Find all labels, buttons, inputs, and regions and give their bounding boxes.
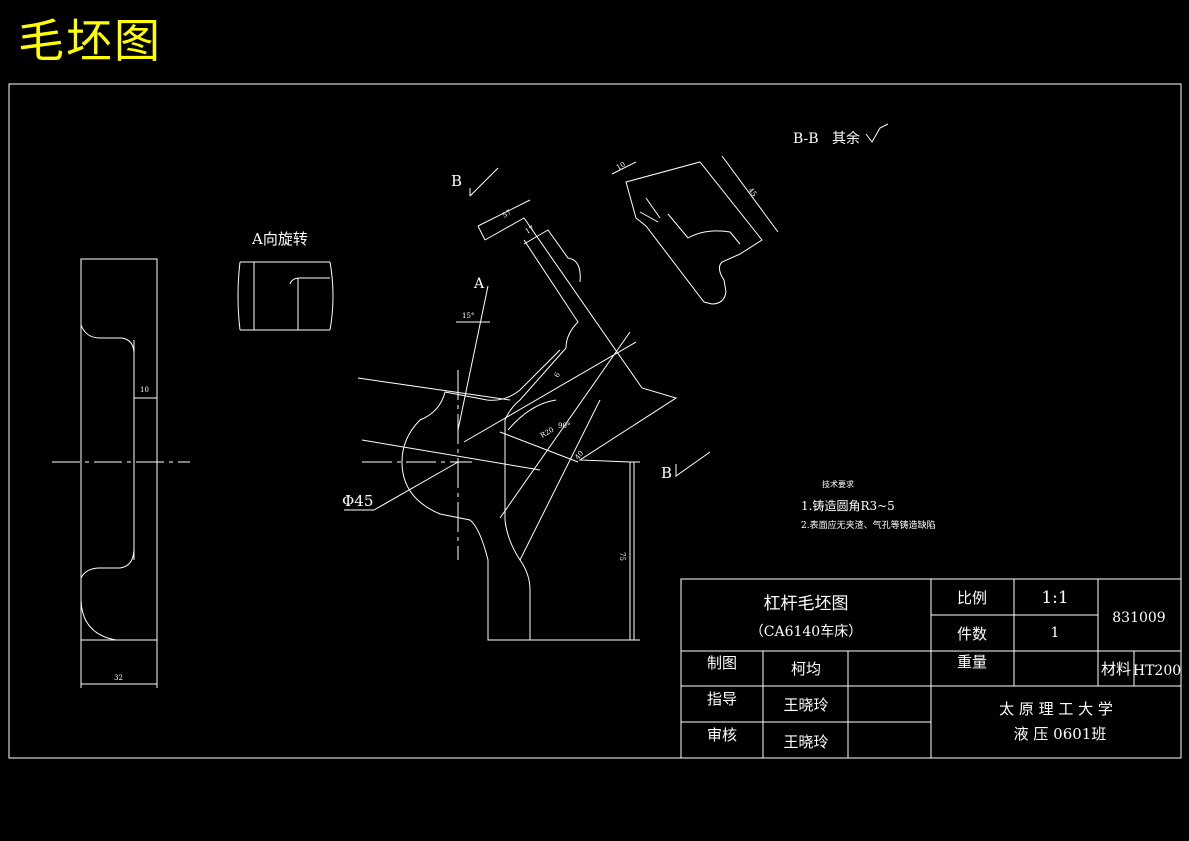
roughness-symbol [865,123,889,143]
main-view: 75 57 17 15° 6 R20 90° 40 B B A Φ45 [342,167,711,641]
section-bb-label: B-B [793,131,819,147]
section-mark-b-bottom: B [661,464,672,482]
dim-40: 40 [573,449,585,461]
scale-label: 比例 [957,589,987,607]
dim-57: 57 [501,208,513,219]
review-name: 王晓玲 [783,733,828,751]
dim-r20: R20 [539,426,555,440]
tech-notes-heading: 技术要求 [822,479,854,489]
section-bb: B-B 其余 10 45 [611,123,889,305]
dim-width-32: 32 [114,674,123,682]
dim-75: 75 [618,552,626,561]
tech-note-2: 2.表面应无夹渣、气孔等铸造缺陷 [801,519,936,531]
material-value: HT200 [1133,663,1181,679]
qty-label: 件数 [957,625,987,643]
dim-angle-90: 90° [558,422,570,430]
drawn-name: 柯均 [791,660,821,678]
guide-label: 指导 [707,690,737,708]
guide-name: 王晓玲 [783,696,828,714]
drawing-no: 831009 [1112,610,1165,626]
scale-value: 1:1 [1041,588,1068,608]
title-block: 杠杆毛坯图 （CA6140车床） 比例 1:1 件数 1 831009 重量 材… [680,578,1182,759]
qty-value: 1 [1051,625,1060,641]
dim-width-10: 10 [140,386,149,394]
view-mark-a: A [473,276,485,292]
dim-bb-45: 45 [746,186,758,198]
review-label: 审核 [707,726,737,744]
tech-note-1: 1.铸造圆角R3~5 [801,498,895,513]
drawing-frame [8,83,1182,759]
dim-angle-15: 15° [462,312,474,320]
dim-bb-10: 10 [615,160,627,171]
page-title: 毛坯图 [18,14,162,68]
view-a-label: A向旋转 [251,230,308,248]
dim-6: 6 [553,371,562,379]
view-a-rotated: A向旋转 [237,230,334,331]
material-label: 材料 [1101,660,1131,678]
drawn-label: 制图 [707,654,737,672]
left-view: 10 32 [52,258,190,688]
rest-roughness-label: 其余 [832,130,860,147]
tech-notes: 技术要求 1.铸造圆角R3~5 2.表面应无夹渣、气孔等铸造缺陷 [801,479,936,531]
machine-name: （CA6140车床） [750,623,862,640]
class-name: 液 压 0601班 [1014,725,1107,743]
section-mark-b-top: B [451,172,462,190]
dim-17: 17 [524,224,536,235]
part-name: 杠杆毛坯图 [764,594,849,614]
school-name: 太 原 理 工 大 学 [999,700,1113,718]
weight-label: 重量 [957,653,987,671]
diameter-label: Φ45 [342,492,373,510]
